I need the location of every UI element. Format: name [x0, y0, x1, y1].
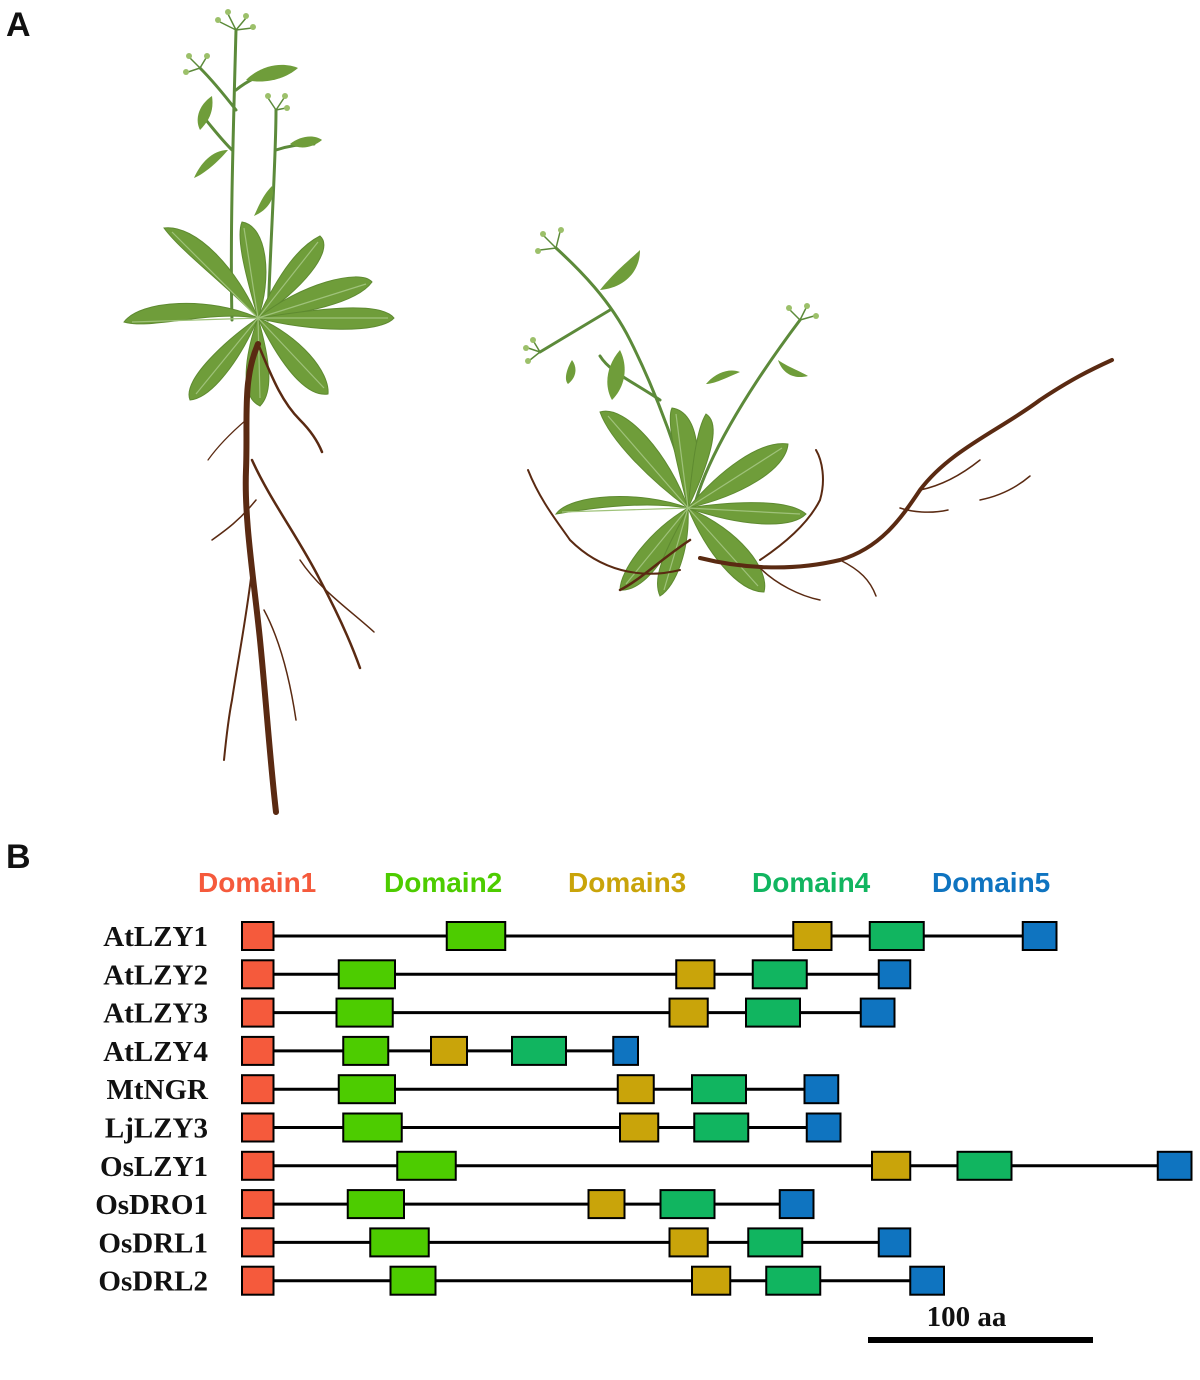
- domain4-box: [659, 1189, 716, 1220]
- domain4-box: [765, 1265, 822, 1296]
- protein-row-ljlzy3: LjLZY3: [105, 1112, 842, 1145]
- domain1-box: [241, 1265, 275, 1296]
- domain1-box: [241, 997, 275, 1028]
- scale-bar: 100 aa: [868, 1301, 1093, 1343]
- protein-label: OsDRO1: [95, 1189, 208, 1221]
- lateral-root-system: [527, 358, 1114, 601]
- protein-label: AtLZY1: [103, 921, 208, 953]
- protein-row-atlzy4: AtLZY4: [103, 1035, 639, 1068]
- protein-row-osdrl1: OsDRL1: [98, 1227, 912, 1259]
- domain5-box: [859, 997, 896, 1028]
- protein-label: OsDRL2: [98, 1266, 208, 1298]
- domain3-box: [668, 997, 709, 1028]
- lateral-flower-buds: [523, 227, 819, 364]
- domain2-box: [369, 1227, 430, 1258]
- protein-label: OsLZY1: [100, 1151, 208, 1183]
- scale-bar-label: 100 aa: [927, 1301, 1007, 1333]
- domain3-box: [616, 1074, 655, 1105]
- domain5-box: [877, 1227, 912, 1258]
- domain4-box: [691, 1074, 747, 1105]
- domain1-box: [241, 959, 275, 990]
- lateral-plant-illustration: [523, 227, 1114, 601]
- protein-row-osdrl2: OsDRL2: [98, 1265, 945, 1298]
- domain1-box: [241, 1074, 275, 1105]
- domain4-box: [956, 1150, 1013, 1181]
- domain1-box: [241, 1112, 275, 1143]
- domain2-box: [346, 1189, 405, 1220]
- domain2-box: [335, 997, 394, 1028]
- domain3-box: [691, 1265, 732, 1296]
- legend-domain3: Domain3: [568, 867, 686, 898]
- domain5-box: [805, 1112, 842, 1143]
- protein-label: OsDRL1: [98, 1227, 208, 1259]
- protein-label: AtLZY2: [103, 959, 208, 991]
- domain2-box: [342, 1112, 403, 1143]
- protein-label: AtLZY4: [103, 1036, 208, 1068]
- domain4-box: [511, 1035, 567, 1066]
- domain3-box: [430, 1035, 468, 1066]
- protein-row-atlzy2: AtLZY2: [103, 959, 912, 991]
- domain5-box: [803, 1074, 840, 1105]
- domain5-box: [1156, 1150, 1193, 1181]
- domain4-box: [693, 1112, 750, 1143]
- domain4-box: [745, 997, 801, 1028]
- domain3-box: [619, 1112, 660, 1143]
- domain3-box: [587, 1189, 626, 1220]
- domain4-box: [751, 959, 808, 990]
- domain2-box: [337, 1074, 396, 1105]
- protein-row-atlzy1: AtLZY1: [103, 921, 1058, 953]
- domain5-box: [909, 1265, 945, 1296]
- legend-domain4: Domain4: [752, 867, 871, 898]
- domain1-box: [241, 1150, 275, 1181]
- legend-domain1: Domain1: [198, 867, 316, 898]
- domain5-box: [1021, 921, 1058, 951]
- domain2-box: [396, 1150, 457, 1181]
- domain5-box: [778, 1189, 815, 1220]
- domain2-box: [342, 1035, 390, 1066]
- domain1-box: [241, 1035, 275, 1066]
- domain1-box: [241, 1189, 275, 1220]
- domain5-box: [612, 1035, 639, 1066]
- protein-row-oslzy1: OsLZY1: [100, 1150, 1193, 1183]
- panel-a-label: A: [6, 6, 31, 44]
- protein-row-osdro1: OsDRO1: [95, 1189, 815, 1221]
- domain5-box: [877, 959, 912, 990]
- flower-buds: [183, 9, 290, 111]
- protein-row-mtngr: MtNGR: [107, 1074, 840, 1106]
- domain3-box: [675, 959, 716, 990]
- protein-label: MtNGR: [107, 1074, 210, 1106]
- domain-legend: Domain1 Domain2 Domain3 Domain4 Domain5: [198, 867, 1050, 898]
- protein-label: AtLZY3: [103, 998, 208, 1030]
- domain3-box: [871, 1150, 912, 1181]
- upright-plant-illustration: [123, 9, 395, 815]
- cauline-leaves: [194, 64, 322, 216]
- leaf-veins: [131, 227, 388, 399]
- protein-row-atlzy3: AtLZY3: [103, 997, 896, 1030]
- protein-label: LjLZY3: [105, 1113, 208, 1145]
- domain4-box: [868, 921, 925, 951]
- domain3-box: [792, 921, 833, 951]
- domain4-box: [747, 1227, 804, 1258]
- domain1-box: [241, 921, 275, 951]
- domain2-box: [389, 1265, 437, 1296]
- domain3-box: [668, 1227, 709, 1258]
- panel-b-label: B: [6, 838, 31, 876]
- domain1-box: [241, 1227, 275, 1258]
- legend-domain5: Domain5: [932, 867, 1050, 898]
- domain2-box: [337, 959, 396, 990]
- domain2-box: [445, 921, 507, 951]
- root-system: [207, 341, 375, 815]
- legend-domain2: Domain2: [384, 867, 502, 898]
- lateral-cauline-leaves: [565, 250, 808, 400]
